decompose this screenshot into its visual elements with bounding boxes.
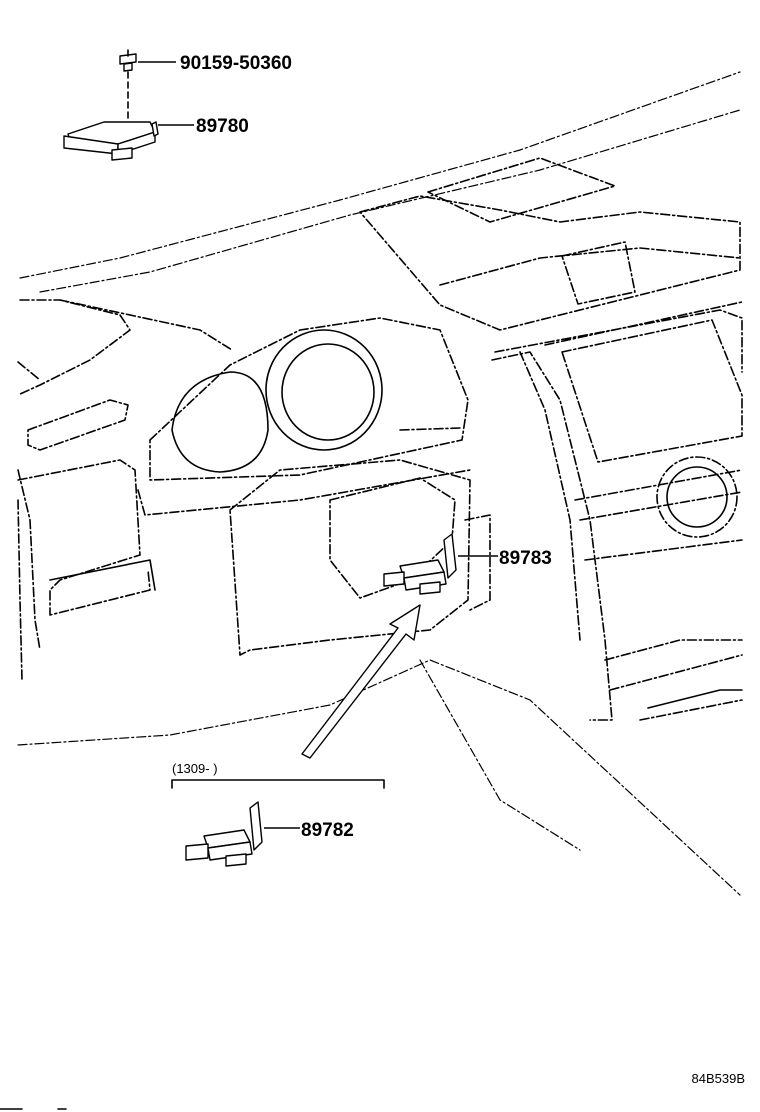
part-label-sensor-variant: 89782	[301, 820, 354, 841]
variant-bracket	[171, 779, 385, 789]
sensor-installed-part	[383, 533, 457, 595]
sensor-variant-part	[185, 801, 263, 867]
ecu-part	[63, 121, 159, 161]
part-label-ecu: 89780	[196, 116, 249, 137]
part-label-sensor-installed: 89783	[499, 548, 552, 569]
variant-range-label: (1309- )	[172, 761, 218, 776]
part-label-bolt: 90159-50360	[180, 53, 292, 74]
location-arrow	[301, 604, 421, 759]
diagram-code: 84B539B	[692, 1071, 746, 1086]
dashboard-outline	[17, 71, 743, 896]
bolt-part	[119, 49, 137, 123]
